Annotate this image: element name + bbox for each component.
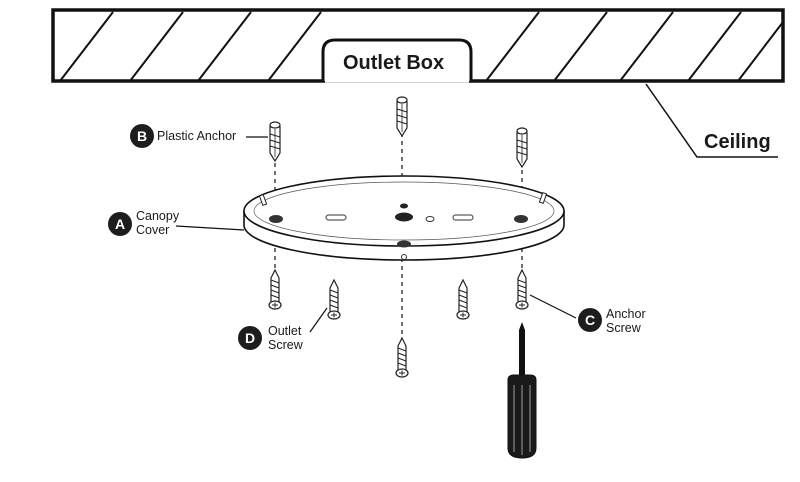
label-leaders	[175, 136, 577, 333]
plastic-anchor-left	[269, 121, 281, 162]
part-b-badge: B	[130, 124, 154, 148]
part-c-badge: C	[578, 308, 602, 332]
anchor-screw-left	[268, 269, 282, 310]
ceiling-leader-line	[645, 83, 778, 158]
part-c-label-line2: Screw	[606, 321, 641, 335]
part-a-label-line1: Canopy	[136, 209, 180, 223]
canopy-cover-shape	[243, 175, 565, 261]
outlet-screw-right	[456, 279, 470, 320]
plastic-anchor-right	[516, 127, 528, 168]
center-screw	[395, 337, 409, 378]
part-a-label-line2: Cover	[136, 223, 170, 237]
part-d-badge: D	[238, 326, 262, 350]
outlet-box-shape	[321, 38, 473, 81]
ceiling-slab	[51, 8, 785, 83]
outlet-box-label: Outlet Box	[343, 52, 445, 74]
screwdriver	[507, 322, 537, 459]
outlet-screw-left	[327, 279, 341, 320]
ceiling-hatching	[59, 11, 784, 82]
part-a-badge: A	[108, 212, 132, 236]
part-d-label-line2: Screw	[268, 338, 303, 352]
part-c-label-line1: Anchor	[606, 307, 646, 321]
part-b-label: Plastic Anchor	[157, 129, 237, 143]
ceiling-label: Ceiling	[704, 131, 771, 153]
anchor-screw-right	[515, 269, 529, 310]
part-d-label-line1: Outlet	[268, 324, 302, 338]
plastic-anchor-center	[396, 96, 408, 137]
